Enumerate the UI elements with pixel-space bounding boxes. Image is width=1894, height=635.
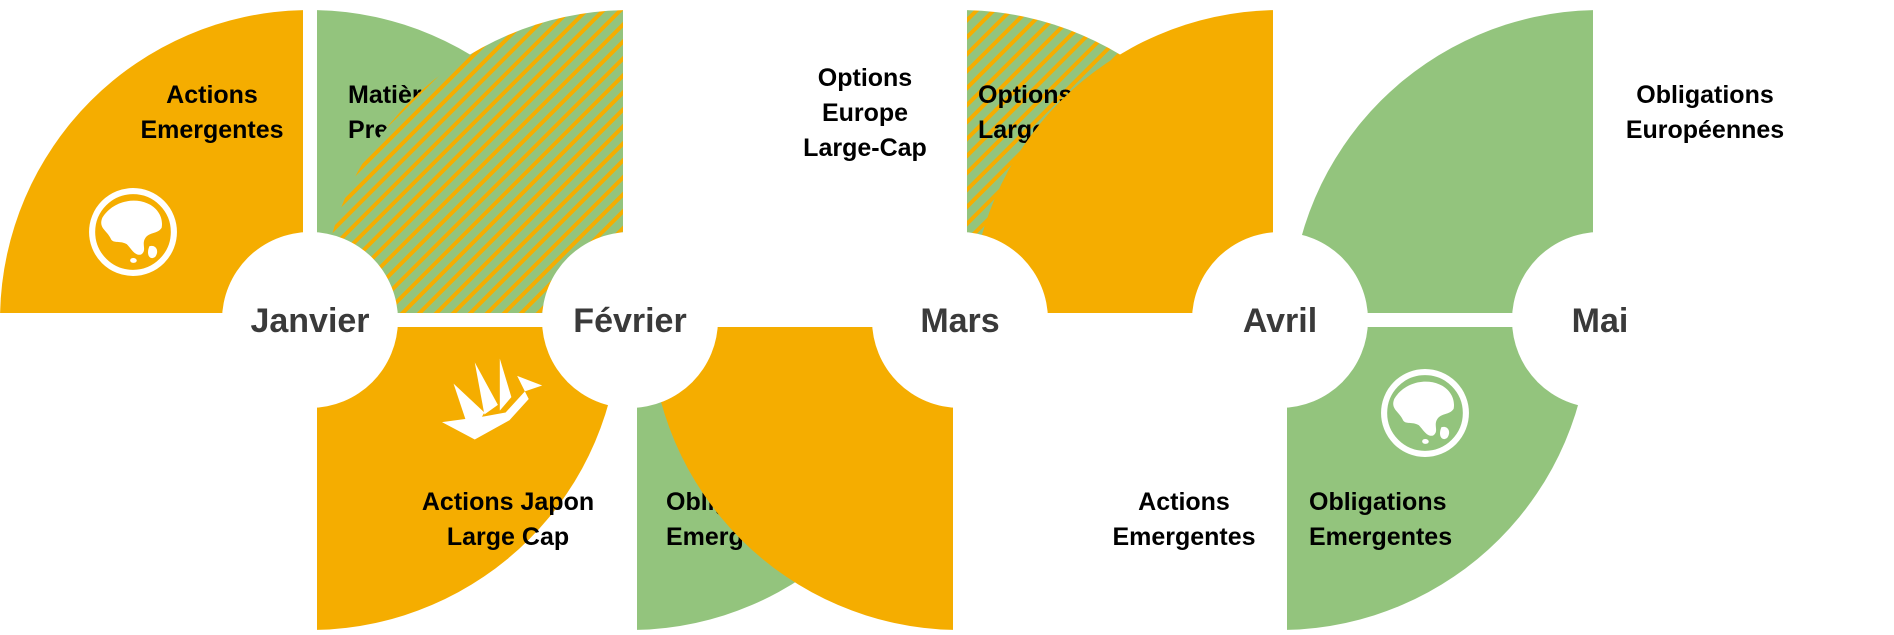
segment-2-label-line: Actions Japon (422, 488, 594, 516)
month-hub-circle (872, 232, 1048, 408)
sliders-icon (761, 200, 845, 266)
segment-0-label-line: Actions (166, 81, 258, 109)
month-hub-4: Mai (1512, 232, 1688, 408)
month-hubs-layer: Janvier Février Mars Avril Mai (222, 232, 1688, 408)
segment-8-label-line: Obligations (1309, 488, 1447, 516)
segment-6-label-line: Emergentes (1112, 523, 1255, 551)
segments-layer: ActionsEmergentesMatièresPremièresAction… (0, 10, 1813, 630)
segment-9-label-line: Obligations (1636, 81, 1774, 109)
segment-6-label-line: Actions (1138, 488, 1230, 516)
europe-map-icon (1708, 185, 1813, 271)
segment-8-label-line: Emergentes (1309, 523, 1452, 551)
month-hub-circle (222, 232, 398, 408)
segment-6-shape (650, 327, 953, 630)
month-hub-circle (1512, 232, 1688, 408)
segment-0-label-line: Emergentes (140, 116, 283, 144)
segment-8-shape (1287, 327, 1590, 630)
segment-2-shape (317, 327, 620, 630)
month-label: Mars (920, 302, 999, 340)
month-label: Janvier (250, 302, 369, 340)
segment-2-label-line: Large Cap (447, 523, 569, 551)
month-label: Février (573, 302, 686, 340)
segment-9-label-line: Européennes (1626, 116, 1784, 144)
month-hub-circle (542, 232, 718, 408)
month-hub-circle (1192, 232, 1368, 408)
globe-icon (1078, 371, 1160, 453)
segment-9-shape (1290, 10, 1593, 314)
month-hub-2: Mars (872, 232, 1048, 408)
segment-3-label-line: Europe (822, 99, 908, 127)
segment-3-label-line: Large-Cap (803, 134, 927, 162)
segment-7-shape (970, 10, 1273, 314)
month-hub-3: Avril (1192, 232, 1368, 408)
month-label: Mai (1572, 302, 1629, 340)
month-label: Avril (1243, 302, 1317, 340)
month-hub-1: Février (542, 232, 718, 408)
month-hub-0: Janvier (222, 232, 398, 408)
segment-3-label-line: Options (818, 64, 912, 92)
segment-3-shape (320, 10, 623, 314)
segment-0-shape (0, 10, 304, 314)
